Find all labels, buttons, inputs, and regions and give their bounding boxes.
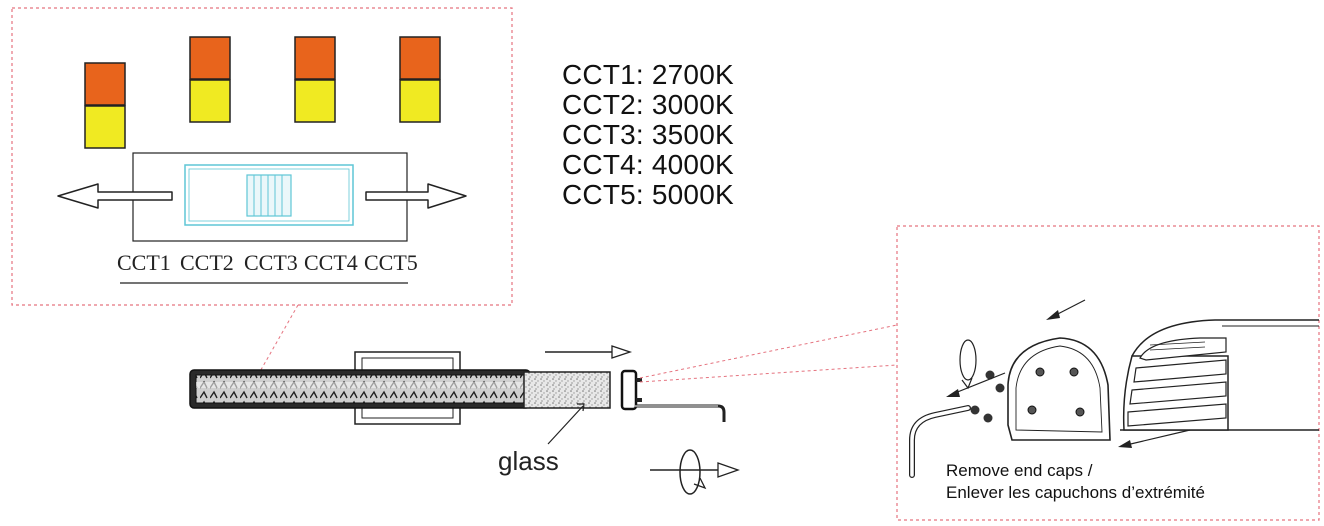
swatch-yellow-1 xyxy=(84,105,126,149)
switch-label-cct2: CCT2 xyxy=(180,250,234,275)
rotate-arrow-icon xyxy=(650,449,740,495)
switch-label-cct1: CCT1 xyxy=(117,250,171,275)
cct-value-4: CCT4: 4000K xyxy=(562,149,734,180)
swatch-yellow-4 xyxy=(399,79,441,123)
detail-arrows xyxy=(946,299,1191,448)
switch-label-cct3: CCT3 xyxy=(244,250,298,275)
light-fixture xyxy=(189,351,726,425)
cct-value-list: CCT1: 2700K CCT2: 3000K CCT3: 3500K CCT4… xyxy=(562,60,734,210)
end-cap-detail-box xyxy=(896,225,1320,521)
glass-diffuser xyxy=(523,371,611,409)
switch-slider-knob xyxy=(246,174,292,217)
cct-value-5: CCT5: 5000K xyxy=(562,179,734,210)
cct-value-3: CCT3: 3500K xyxy=(562,119,734,150)
fixture-profile xyxy=(1120,319,1319,431)
right-arrow-icon xyxy=(365,183,467,209)
allen-key-icon xyxy=(909,405,971,478)
cct-value-2: CCT2: 3000K xyxy=(562,89,734,120)
end-cap-caption-en: Remove end caps / xyxy=(946,461,1093,480)
swatch-orange-1 xyxy=(84,62,126,106)
switch-label-cct5: CCT5 xyxy=(364,250,418,275)
pull-arrow-icon xyxy=(545,345,633,359)
end-cap-caption-fr: Enlever les capuchons d’extrémité xyxy=(946,483,1205,502)
glass-label: glass xyxy=(498,446,559,476)
swatch-orange-3 xyxy=(294,36,336,80)
swatch-yellow-2 xyxy=(189,79,231,123)
hex-key-icon xyxy=(635,404,726,422)
switch-label-cct4: CCT4 xyxy=(304,250,358,275)
cct-color-swatches xyxy=(84,36,441,149)
swatch-orange-4 xyxy=(399,36,441,80)
end-cap-caption: Remove end caps / Enlever les capuchons … xyxy=(946,460,1205,504)
swatch-yellow-3 xyxy=(294,79,336,123)
left-arrow-icon xyxy=(57,183,173,209)
swatch-orange-2 xyxy=(189,36,231,80)
cct-value-1: CCT1: 2700K xyxy=(562,59,734,90)
screw-icons xyxy=(970,370,1005,423)
end-cap-small xyxy=(620,369,638,411)
switch-callout-box xyxy=(11,7,513,306)
end-cap-large xyxy=(1007,337,1111,441)
